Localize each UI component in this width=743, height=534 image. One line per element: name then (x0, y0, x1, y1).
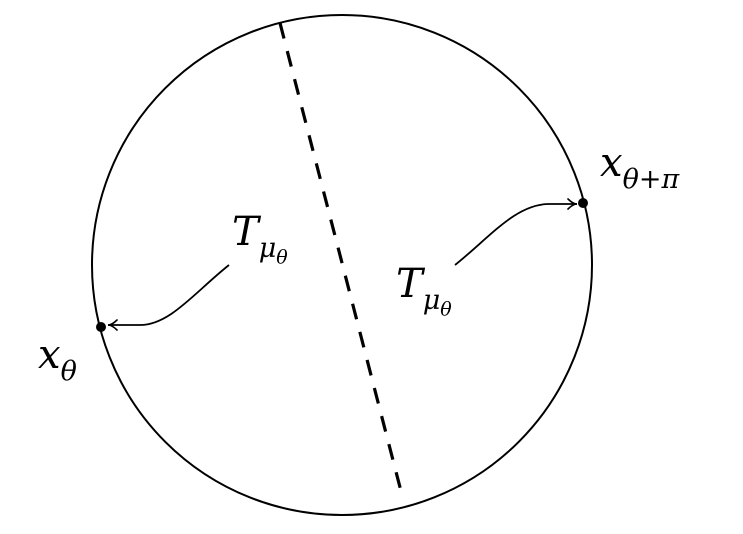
unit-circle (91, 14, 593, 516)
label-t-left-sub: μ (258, 233, 277, 265)
label-x-theta: xθ (38, 332, 77, 385)
label-t-mu-theta-right: Tμθ (396, 261, 452, 319)
label-t-mu-theta-left: Tμθ (232, 209, 288, 267)
label-t-right-subsub: θ (440, 298, 452, 321)
point-x-theta (96, 322, 106, 332)
label-x-theta-plus-pi-sub: θ+π (622, 164, 680, 196)
point-x-theta-plus-pi (578, 198, 588, 208)
label-t-right-main: T (396, 261, 423, 307)
label-t-right-sub: μ (422, 285, 441, 317)
arrow-to-x-theta (107, 264, 230, 331)
reflection-axis-dashed-line (278, 22, 404, 496)
label-x-theta-plus-pi-main: x (600, 140, 623, 186)
label-t-left-subsub: θ (276, 246, 288, 269)
label-t-left-main: T (232, 209, 259, 255)
label-x-theta-main: x (38, 332, 61, 378)
label-x-theta-sub: θ (60, 356, 77, 388)
arrow-to-x-theta-plus-pi (454, 198, 578, 266)
label-x-theta-plus-pi: xθ+π (600, 140, 679, 193)
